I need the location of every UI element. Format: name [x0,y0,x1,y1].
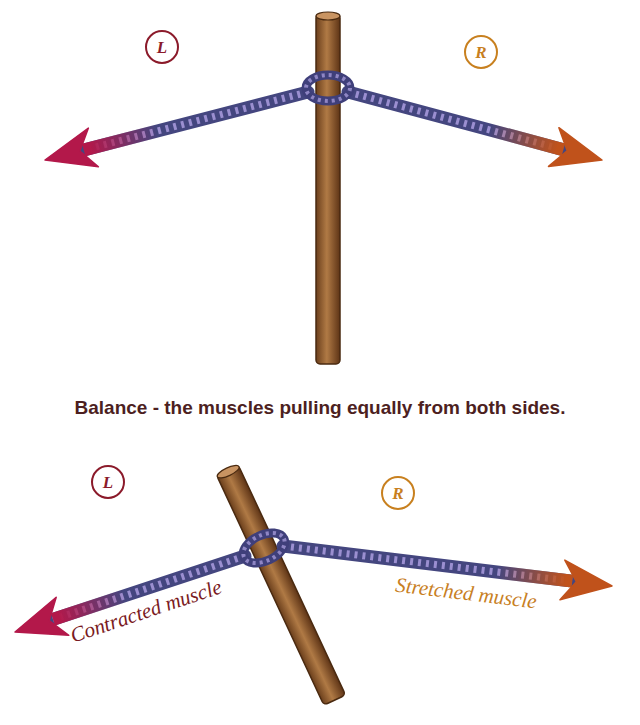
rope-fade [84,131,158,150]
arrow-head [560,560,612,600]
muscle-rope [45,92,308,167]
side-circle: L [91,465,125,499]
pole [216,463,346,705]
ring [239,527,290,569]
pole [316,12,340,364]
muscle-rope [348,92,602,166]
ring [239,527,290,569]
rope-weave [348,92,563,150]
side-letter: R [475,44,486,61]
rope [348,92,563,150]
arrow-head [549,128,603,167]
side-circle: R [464,35,498,69]
arrow-head [15,597,69,635]
side-circle: L [145,30,179,64]
rope-fade [490,130,563,150]
caption: Balance - the muscles pulling equally fr… [0,397,640,419]
side-circle: R [381,476,415,510]
ring [306,75,350,101]
rope [84,92,308,150]
side-letter: L [157,39,167,56]
rope-weave [84,92,308,150]
arrow-head [45,128,98,167]
ring [306,75,350,101]
rope-fade [497,572,572,581]
side-letter: R [392,485,403,502]
rope [283,546,572,581]
side-letter: L [103,474,113,491]
rope-weave [283,546,572,581]
